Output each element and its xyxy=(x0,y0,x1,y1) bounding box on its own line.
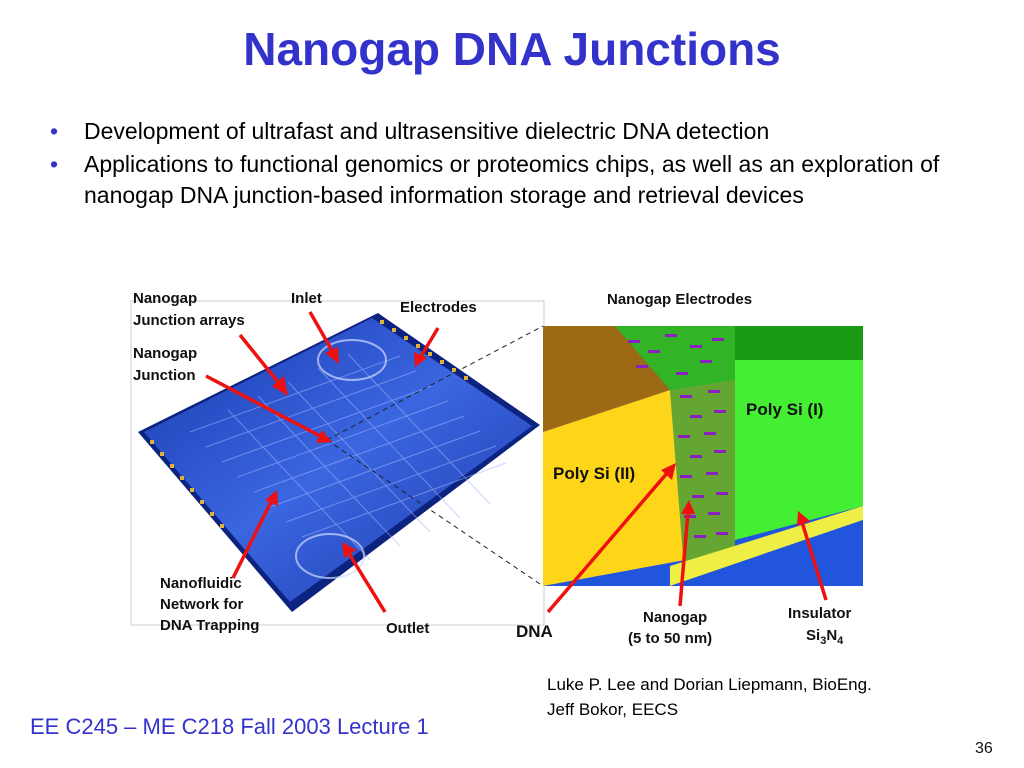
credit-line: Luke P. Lee and Dorian Liepmann, BioEng. xyxy=(547,675,872,694)
label-junction: Nanogap xyxy=(133,345,197,362)
bullet-text: Applications to functional genomics or p… xyxy=(84,151,940,208)
figure-labels: Nanogap Junction arrays Inlet Electrodes… xyxy=(133,290,852,647)
label-junction-arrays: Junction arrays xyxy=(133,312,245,329)
bullet-dot: • xyxy=(50,151,59,177)
arrow-electrodes xyxy=(418,327,440,359)
label-junction-arrays: Nanogap xyxy=(133,290,197,307)
bullet-item: • Applications to functional genomics or … xyxy=(50,149,950,211)
label-dna: DNA xyxy=(516,622,553,641)
bullet-dot: • xyxy=(50,118,59,144)
brown-top-face xyxy=(543,326,670,432)
label-junction: Junction xyxy=(133,367,196,384)
inlet-circle xyxy=(317,339,387,381)
chip-surface xyxy=(144,318,532,602)
arrow-nanofluidic xyxy=(231,499,274,579)
label-poly-si-i: Poly Si (I) xyxy=(746,400,823,419)
label-inlet: Inlet xyxy=(291,290,322,307)
page-number: 36 xyxy=(975,740,993,757)
label-poly-si-ii: Poly Si (II) xyxy=(553,464,635,483)
arrow-inlet xyxy=(308,311,336,355)
insulator-layer xyxy=(670,506,863,586)
annotation-arrows xyxy=(205,311,828,614)
label-nanofluidic: Nanofluidic xyxy=(160,575,242,592)
label-nanogap: Nanogap xyxy=(643,609,707,626)
bullet-item: • Development of ultrafast and ultrasensi… xyxy=(50,116,950,147)
arrow-insulator xyxy=(800,521,828,601)
label-nanofluidic: Network for xyxy=(160,596,244,613)
zoom-line-top xyxy=(326,325,544,441)
arrow-junction xyxy=(205,374,323,439)
bullet-text: Development of ultrafast and ultrasensit… xyxy=(84,118,770,144)
label-outlet: Outlet xyxy=(386,620,429,637)
credit-block: Luke P. Lee and Dorian Liepmann, BioEng.… xyxy=(547,672,872,722)
slide-title: Nanogap DNA Junctions xyxy=(243,23,781,75)
label-si3n4: Si3N4 xyxy=(806,627,844,647)
poly-si-ii-block xyxy=(543,390,685,586)
label-nanogap-size: (5 to 50 nm) xyxy=(628,630,712,647)
label-insulator: Insulator xyxy=(788,605,852,622)
outlet-circle xyxy=(295,533,365,579)
footer-course: EE C245 – ME C218 Fall 2003 Lecture 1 xyxy=(30,714,429,739)
arrow-junction-arrays xyxy=(238,333,284,389)
label-electrodes: Electrodes xyxy=(400,299,477,316)
arrow-nanogap xyxy=(678,511,690,607)
label-nanofluidic: DNA Trapping xyxy=(160,617,259,634)
bullet-list: • Development of ultrafast and ultrasensi… xyxy=(50,116,950,213)
arrow-dna xyxy=(546,470,670,614)
credit-line: Jeff Bokor, EECS xyxy=(547,700,679,719)
zoom-line-bottom xyxy=(326,439,544,587)
label-nanogap-electrodes: Nanogap Electrodes xyxy=(607,291,752,308)
electrode-zoom-view xyxy=(543,326,863,586)
chip-image xyxy=(138,313,540,612)
dna-strands xyxy=(628,334,728,538)
poly-si-i-block xyxy=(735,360,863,540)
arrow-outlet xyxy=(346,551,387,613)
